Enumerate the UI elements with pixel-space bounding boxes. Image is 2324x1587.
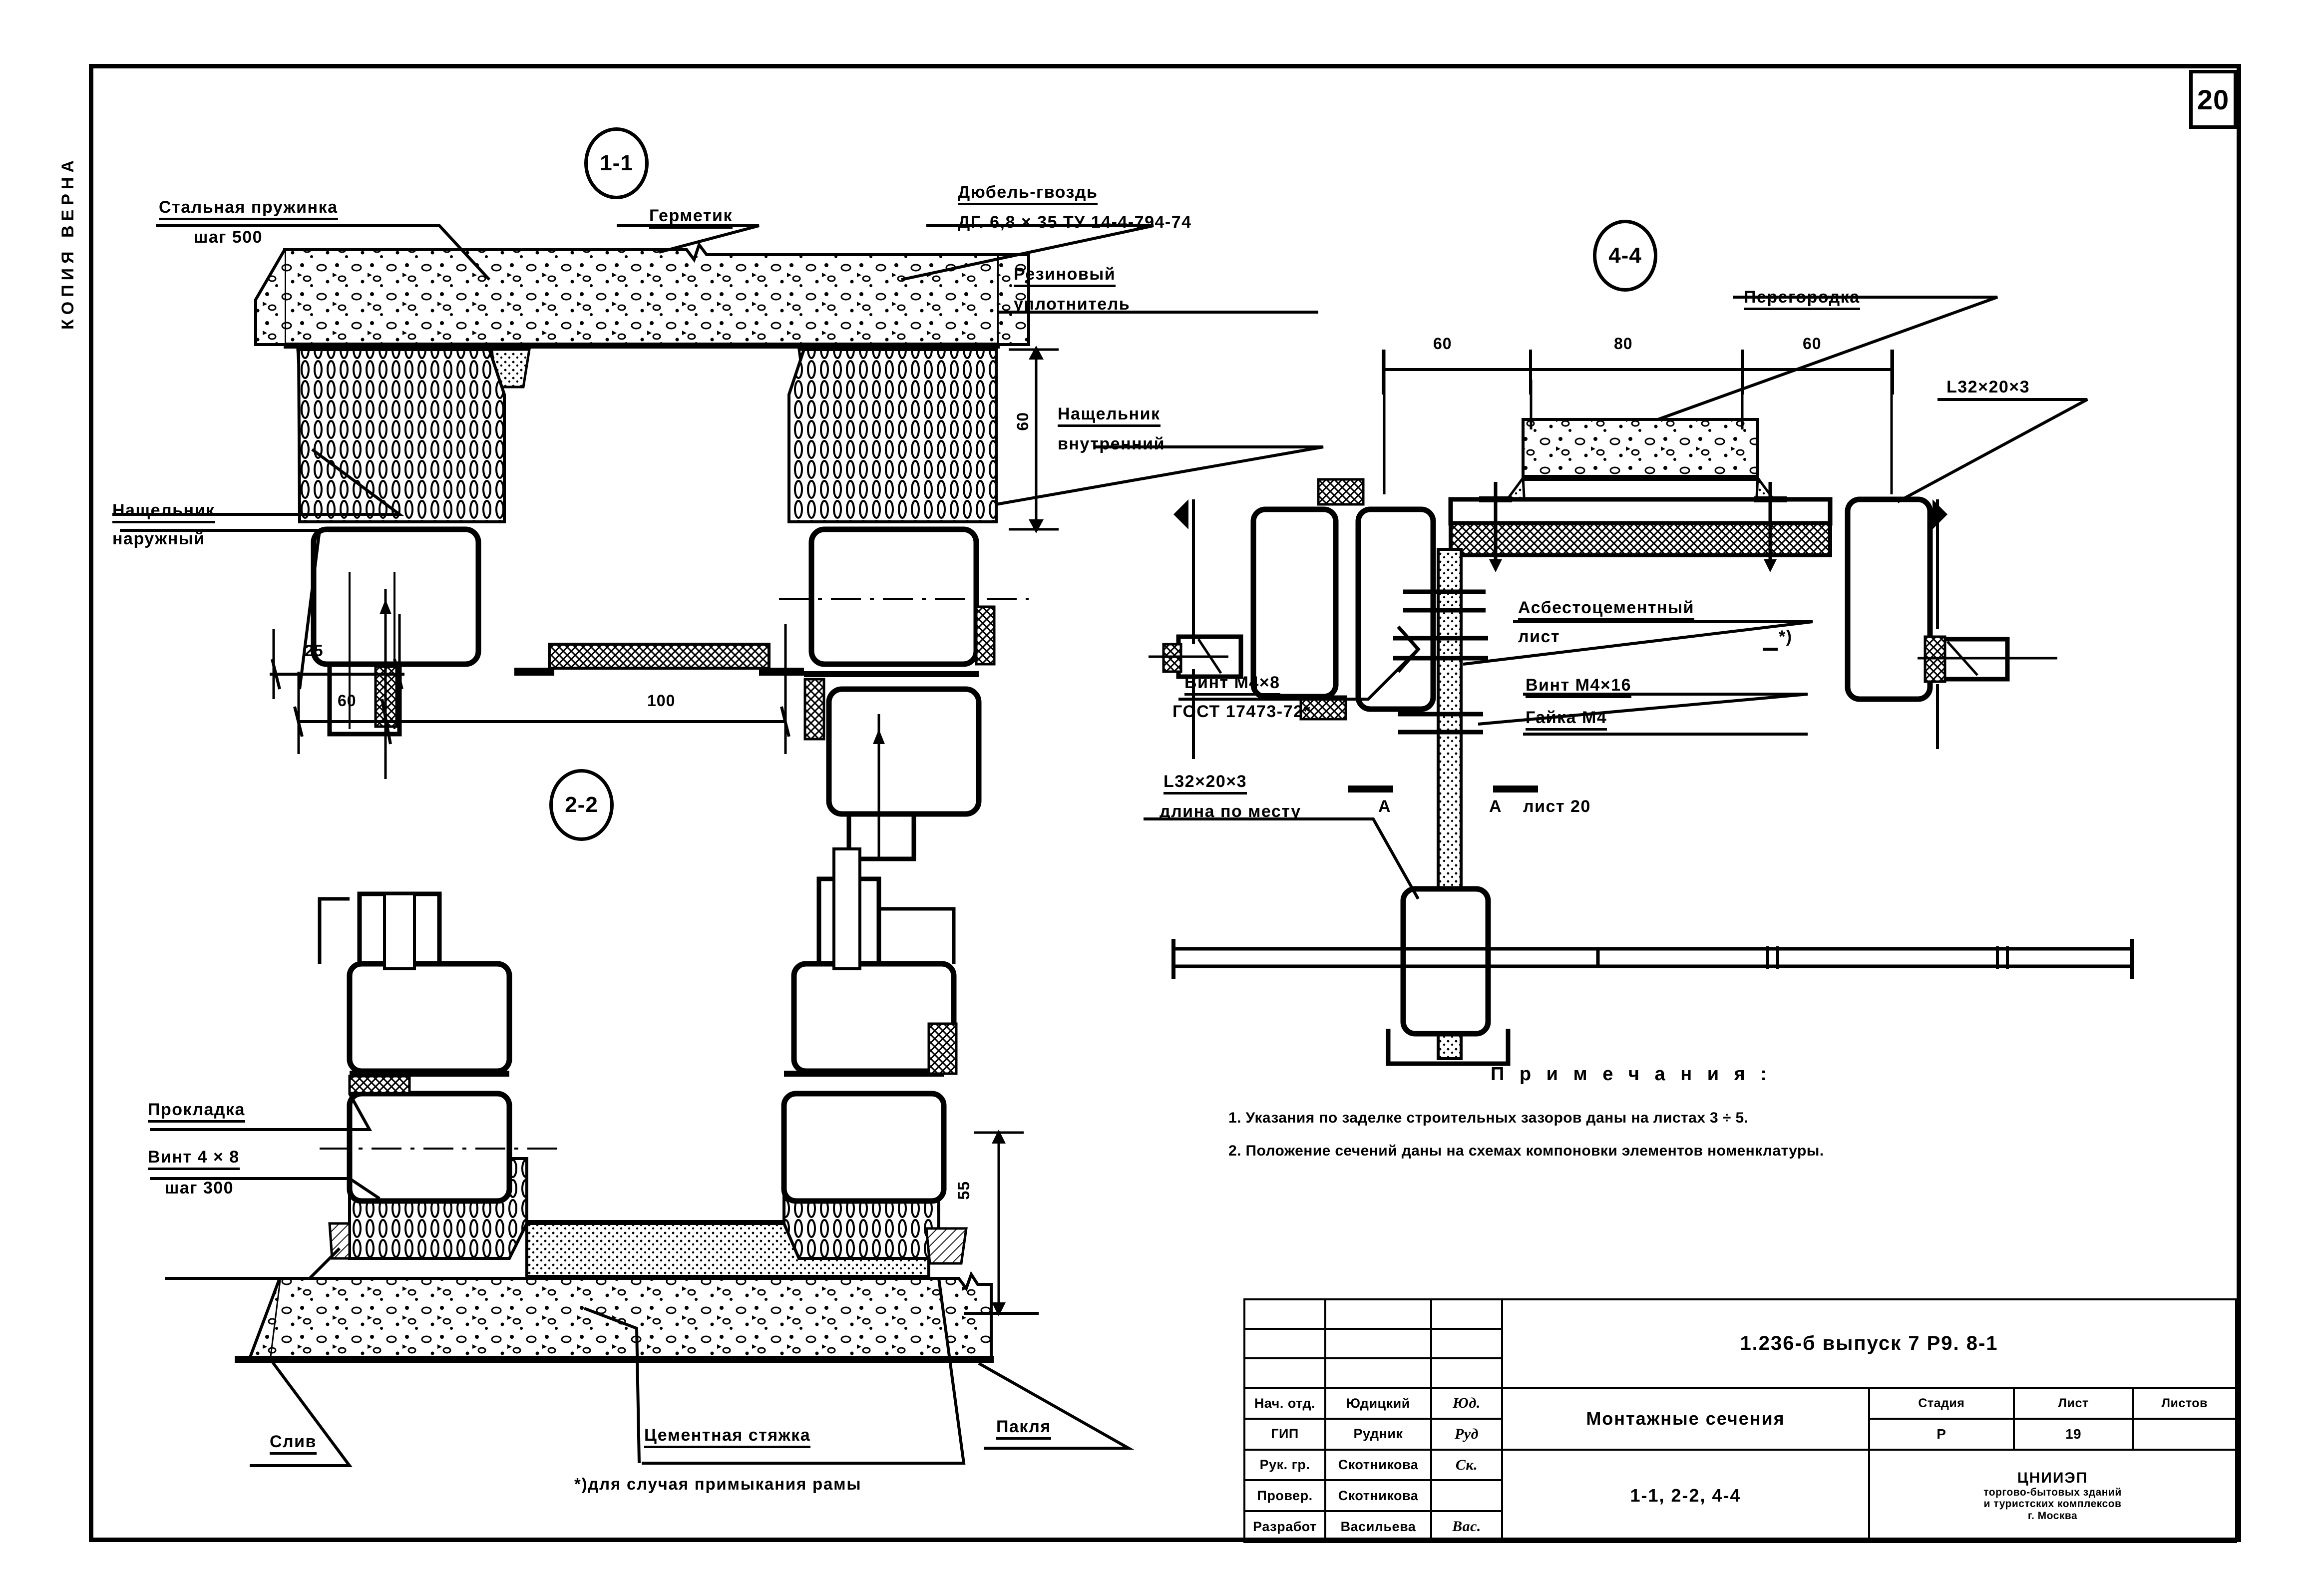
label-batten-outer-2: наружный [112,529,205,548]
dim-4-4-60-left: 60 [1433,335,1452,353]
tb-name-0: Юдицкий [1324,1387,1432,1420]
tb-blank-r3c3 [1430,1357,1503,1389]
label-asbestos-sheet-2: лист [1518,627,1560,646]
tb-name-2: Скотникова [1324,1448,1432,1482]
label-drip: Слив [270,1433,317,1455]
label-cut-a-right: А [1489,797,1503,816]
tb-stage-value-1: 19 [2013,1420,2134,1448]
tb-name-3: Скотникова [1324,1479,1432,1513]
tb-role-3: Провер. [1243,1479,1326,1513]
label-steel-spring: Стальная пружинка [159,198,338,220]
footnote-frame-case: *)для случая примыкания рамы [574,1475,862,1493]
label-star-marker: *) [1779,627,1793,646]
notes-title: П р и м е ч а н и я : [1491,1064,1772,1085]
tb-blank-r2c2 [1324,1328,1432,1360]
page-number-box: 20 [2189,70,2237,129]
dim-1-1-100: 100 [647,692,676,710]
label-gost-17473: ГОСТ 17473-72* [1172,702,1311,721]
label-nut-m4: Гайка М4 [1526,709,1607,731]
tb-organization: ЦНИИЭП торгово-бытовых зданий и туристск… [1868,1448,2237,1544]
tb-sign-1: Руд [1430,1417,1503,1451]
tb-name-1: Рудник [1324,1417,1432,1451]
label-batten-inner-2: внутренний [1058,434,1165,453]
label-cut-sheet-ref: лист 20 [1523,797,1591,816]
tb-sign-2: Ск. [1430,1448,1503,1482]
tb-blank-r3c1 [1243,1357,1326,1389]
label-cement-screed: Цементная стяжка [644,1426,811,1448]
tb-blank-r3c2 [1324,1357,1432,1389]
label-screw-m4x16: Винт М4×16 [1526,676,1631,698]
dim-4-4-60-right: 60 [1803,335,1822,353]
section-tag-4-4: 4-4 [1593,220,1657,292]
tb-role-0: Нач. отд. [1243,1387,1326,1420]
dim-2-2-55: 55 [955,1181,973,1200]
tb-sign-4: Вас. [1430,1510,1503,1543]
tb-stage-header-0: Стадия [1871,1390,2015,1417]
dim-1-1-60: 60 [338,692,357,710]
tb-stage-values-cell: Р 19 [1868,1417,2237,1451]
label-screw-step-300: шаг 300 [165,1179,234,1197]
tb-org-1: торгово-бытовых зданий [1983,1486,2122,1498]
note-item-1: 1. Указания по заделке строительных зазо… [1228,1110,1749,1126]
note-item-2: 2. Положение сечений даны на схемах комп… [1228,1143,1824,1159]
tb-role-1: ГИП [1243,1417,1326,1451]
label-angle-top: L32×20×3 [1946,378,2030,397]
label-angle-length: длина по месту [1160,802,1301,821]
label-screw-4x8: Винт 4 × 8 [148,1148,240,1170]
dim-4-4-80: 80 [1614,335,1633,353]
dim-1-1-height-60: 60 [1014,412,1032,431]
tb-code: 1.236-б выпуск 7 Р9. 8-1 [1501,1298,2237,1389]
tb-stage-value-2 [2133,1421,2234,1448]
tb-blank-r2c3 [1430,1328,1503,1360]
tb-blank-r1c1 [1243,1298,1326,1330]
section-tag-2-2: 2-2 [549,769,614,841]
tb-sign-0: Юд. [1430,1387,1503,1420]
label-angle-bottom: L32×20×3 [1163,773,1247,794]
section-tag-1-1: 1-1 [584,127,649,199]
label-gasket: Прокладка [148,1101,245,1123]
tb-role-2: Рук. гр. [1243,1448,1326,1482]
tb-blank-r2c1 [1243,1328,1326,1360]
copy-verified-stamp: КОПИЯ ВЕРНА [58,156,77,330]
dim-1-1-25: 25 [305,642,324,660]
label-dowel-spec: ДГ. 6,8 × 35 ТУ 14-4-794-74 [958,213,1192,232]
tb-org-0: ЦНИИЭП [2017,1470,2088,1487]
tb-sign-3 [1430,1479,1503,1513]
tb-stage-header-2: Листов [2161,1396,2208,1410]
label-batten-outer-1: Нащельник [112,501,215,523]
label-rubber-seal-2: уплотнитель [1014,295,1131,314]
label-sealant: Герметик [649,207,733,229]
tb-blank-r1c2 [1324,1298,1432,1330]
label-cut-a-left: А [1378,797,1392,816]
label-spring-step: шаг 500 [194,228,263,247]
tb-org-2: и туристских комплексов [1983,1498,2122,1510]
label-batten-inner-1: Нащельник [1058,405,1161,427]
label-screw-m4x8: Винт М4×8 [1184,674,1280,696]
tb-blank-r1c3 [1430,1298,1503,1330]
label-partition: Перегородка [1744,288,1860,310]
label-tow-seal: Пакля [996,1418,1051,1440]
label-dowel-nail: Дюбель-гвоздь [958,183,1098,205]
tb-drawing-title-2: 1-1, 2-2, 4-4 [1501,1448,1870,1544]
title-block: 1.236-б выпуск 7 Р9. 8-1 Нач. отд. Юдицк… [1243,1298,2237,1544]
tb-role-4: Разработ [1243,1510,1326,1543]
tb-stage-header-1: Лист [2013,1390,2134,1417]
tb-stage-headers-cell: Стадия Лист Листов [1868,1387,2237,1420]
tb-stage-value-0: Р [1871,1420,2015,1448]
tb-drawing-title-1: Монтажные сечения [1501,1387,1870,1451]
label-rubber-seal-1: Резиновый [1014,265,1116,287]
tb-name-4: Васильева [1324,1510,1432,1543]
tb-org-3: г. Москва [2027,1510,2078,1522]
label-asbestos-sheet-1: Асбестоцементный [1518,599,1694,621]
